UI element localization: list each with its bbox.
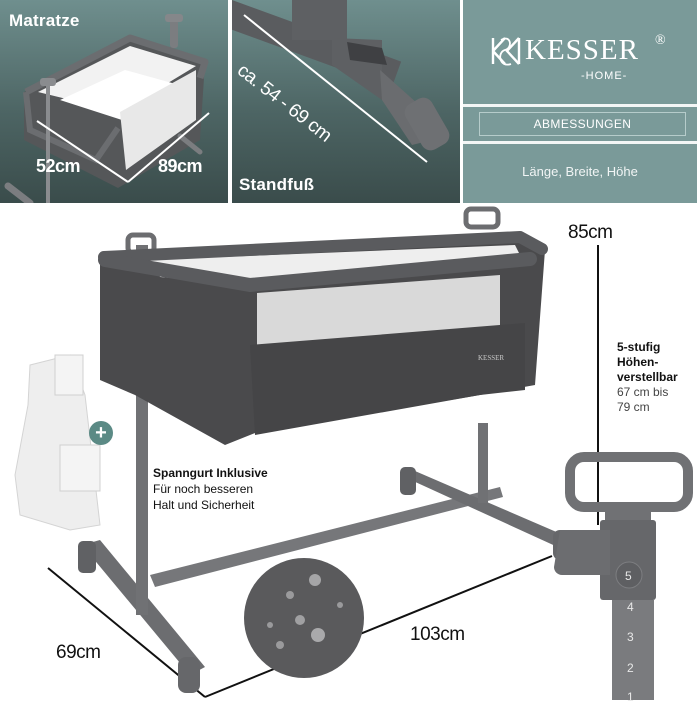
- abmessungen-label: ABMESSUNGEN: [479, 112, 686, 136]
- height-step-4: 4: [627, 600, 634, 614]
- plus-icon: +: [89, 421, 113, 445]
- strap-callout: Spanngurt Inklusive Für noch besseren Ha…: [153, 465, 268, 513]
- divider-top: [463, 104, 697, 107]
- height-label: 85cm: [568, 222, 613, 243]
- strap-line1: Für noch besseren: [153, 482, 254, 496]
- height-adjust-line2: Höhen-: [617, 355, 659, 369]
- strap-bundle-image: [14, 354, 101, 531]
- svg-text:KESSER: KESSER: [478, 354, 504, 362]
- strap-title: Spanngurt Inklusive: [153, 466, 268, 480]
- stand-foot-illustration: [232, 0, 450, 163]
- stand-panel: ca. 54 - 69 cm Standfuß: [232, 0, 460, 203]
- strap-line2: Halt und Sicherheit: [153, 498, 255, 512]
- brand-panel: KESSER ® -HOME- ABMESSUNGEN Länge, Breit…: [463, 0, 697, 203]
- width-label: 103cm: [410, 624, 465, 645]
- height-adjust-callout: 5-stufig Höhen- verstellbar 67 cm bis 79…: [617, 340, 678, 415]
- depth-label: 69cm: [56, 642, 101, 663]
- height-step-3: 3: [627, 630, 634, 644]
- registered-mark: ®: [655, 33, 666, 48]
- stand-title: Standfuß: [239, 175, 315, 194]
- dimensions-caption: Länge, Breite, Höhe: [522, 164, 638, 179]
- height-adjuster-closeup: [554, 452, 693, 700]
- mattress-width-label: 52cm: [36, 156, 81, 176]
- mattress-illustration: [4, 14, 210, 203]
- bedside-crib-illustration: KESSER: [14, 206, 693, 700]
- divider-bottom: [463, 141, 697, 144]
- height-adjust-line3: verstellbar: [617, 370, 678, 384]
- brand-subtitle: -HOME-: [581, 70, 628, 82]
- height-adjust-line5: 79 cm: [617, 400, 650, 414]
- kesser-monogram-icon: [489, 34, 523, 78]
- height-step-1: 1: [627, 690, 634, 704]
- mattress-length-label: 89cm: [158, 156, 203, 176]
- height-step-2: 2: [627, 661, 634, 675]
- mattress-title: Matratze: [9, 11, 80, 30]
- height-adjust-line1: 5-stufig: [617, 340, 661, 354]
- brand-name: KESSER: [525, 34, 639, 66]
- height-adjust-line4: 67 cm bis: [617, 385, 669, 399]
- mattress-panel: Matratze 52cm 89cm: [0, 0, 228, 203]
- height-step-5: 5: [625, 569, 632, 583]
